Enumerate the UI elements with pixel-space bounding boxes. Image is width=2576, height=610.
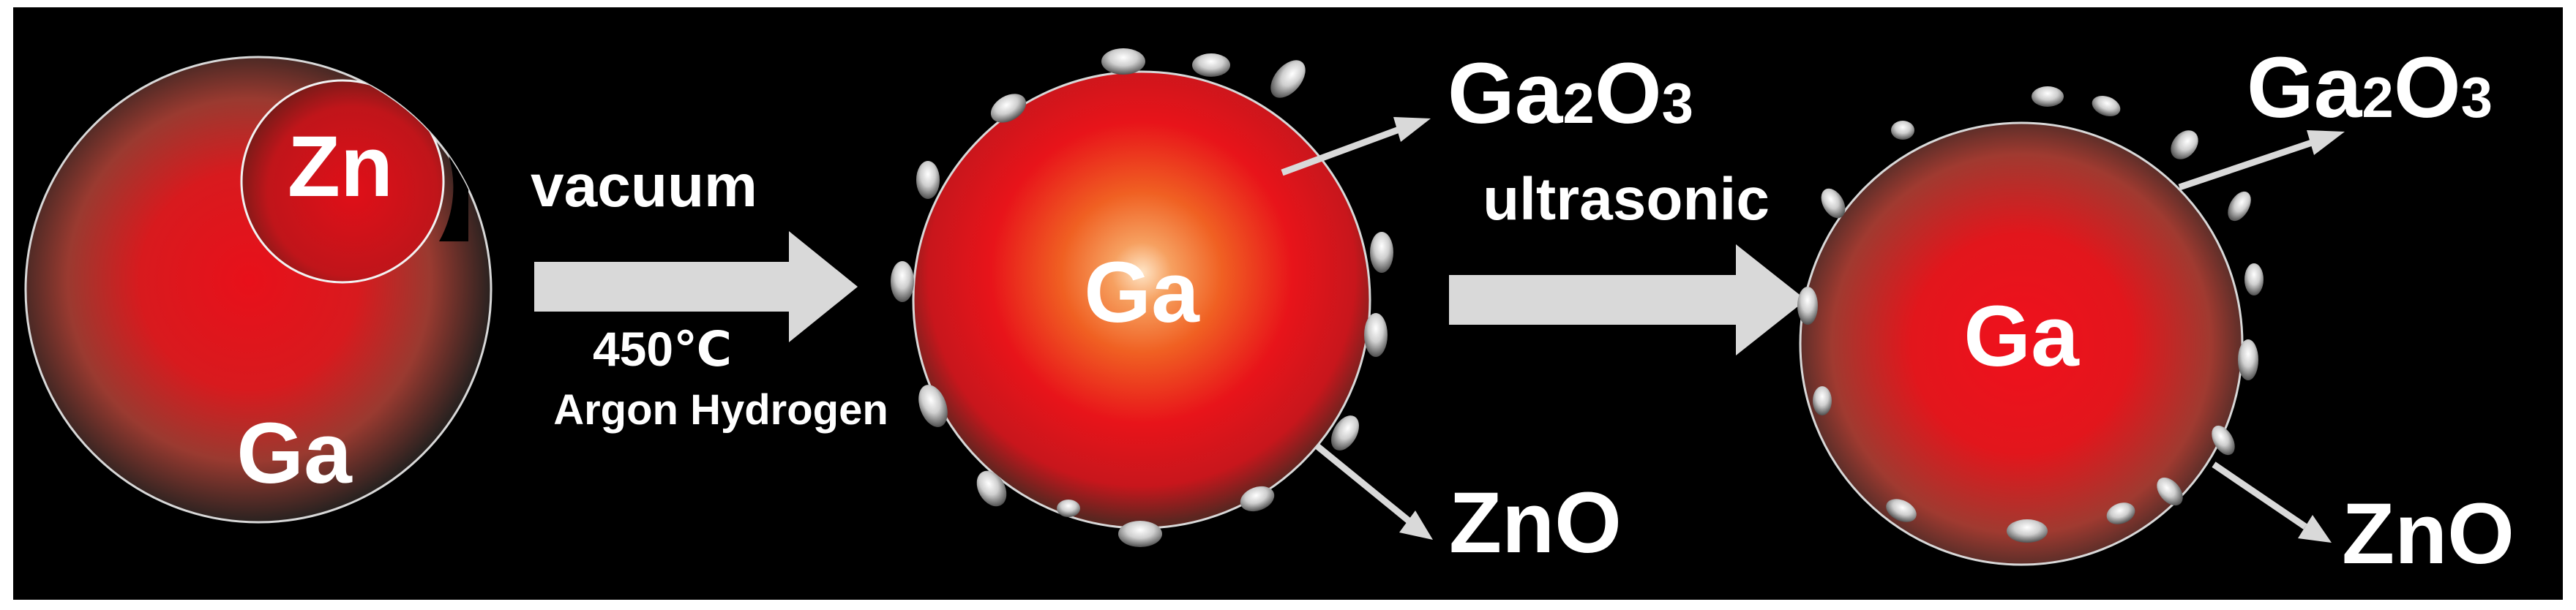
oxide-particle bbox=[2092, 95, 2121, 117]
zn-label: Zn bbox=[288, 118, 393, 215]
zno-label-2: ZnO bbox=[1449, 475, 1622, 571]
ultrasonic-label: ultrasonic bbox=[1483, 166, 1770, 233]
ga2o3-label-2: Ga2O3 bbox=[1448, 45, 1693, 142]
oxide-particle bbox=[1364, 313, 1388, 357]
oxide-particle bbox=[918, 385, 948, 427]
zno-pointer-3 bbox=[2212, 462, 2332, 543]
step-2: ultrasonic bbox=[1449, 166, 1806, 355]
step-1: vacuum 450℃ Argon Hydrogen bbox=[531, 153, 888, 434]
surface-particles-3 bbox=[1797, 86, 2264, 543]
oxide-particle bbox=[1101, 48, 1145, 75]
oxide-particle bbox=[990, 94, 1027, 123]
ga-label-sonicated: Ga bbox=[1963, 288, 2080, 385]
vacuum-label: vacuum bbox=[531, 153, 757, 219]
ga-label-initial: Ga bbox=[236, 405, 353, 502]
oxide-particle bbox=[2238, 339, 2258, 380]
zno-pointer-2 bbox=[1315, 443, 1433, 540]
oxide-particle bbox=[2007, 519, 2048, 543]
oxide-particle bbox=[1270, 60, 1306, 98]
oxide-particle bbox=[916, 161, 940, 199]
zno-label-3: ZnO bbox=[2342, 486, 2515, 582]
oxide-particle bbox=[2228, 191, 2251, 222]
ga2o3-label-3: Ga2O3 bbox=[2247, 39, 2493, 136]
ga2o3-subscript-3: 3 bbox=[2461, 65, 2493, 129]
ga2o3-oxygen: O bbox=[2394, 39, 2461, 136]
oxide-particle bbox=[2244, 263, 2264, 295]
oxide-particle bbox=[1370, 232, 1393, 273]
ga2o3-base: Ga bbox=[1448, 45, 1564, 142]
oxide-particle bbox=[891, 261, 914, 302]
process-arrow-1 bbox=[534, 231, 858, 342]
panel-2-droplet: Ga Ga2O3 ZnO bbox=[891, 45, 1693, 571]
atmosphere-label: Argon Hydrogen bbox=[553, 386, 888, 434]
ga2o3-pointer-2 bbox=[1281, 117, 1431, 176]
zn-inclusion bbox=[240, 79, 445, 284]
oxide-particle bbox=[1797, 287, 1818, 325]
oxide-particle bbox=[2106, 502, 2135, 524]
ga2o3-base: Ga bbox=[2247, 39, 2363, 136]
panel-1-droplet: Zn Ga bbox=[24, 56, 493, 524]
process-arrow-2 bbox=[1449, 244, 1806, 355]
temperature-label: 450℃ bbox=[593, 322, 732, 376]
panel-3-droplet: Ga Ga2O3 ZnO bbox=[1797, 39, 2515, 582]
oxide-particle bbox=[2212, 425, 2235, 456]
oxide-particle bbox=[2032, 86, 2064, 107]
oxide-particle bbox=[1813, 386, 1832, 415]
oxide-particle bbox=[1057, 500, 1080, 517]
ga2o3-subscript-3: 3 bbox=[1662, 71, 1693, 135]
oxide-particle bbox=[976, 470, 1007, 507]
oxide-particle bbox=[1886, 499, 1917, 522]
oxide-particle bbox=[1192, 53, 1230, 77]
oxide-particle bbox=[1240, 486, 1275, 512]
surface-particles-2 bbox=[891, 48, 1393, 547]
oxide-particle bbox=[2157, 477, 2183, 506]
ga2o3-subscript-2: 2 bbox=[2362, 65, 2393, 129]
oxide-particle bbox=[2171, 130, 2198, 159]
ga2o3-oxygen: O bbox=[1595, 45, 1662, 142]
oxide-particle bbox=[1118, 521, 1162, 547]
oxide-particle bbox=[1331, 415, 1359, 451]
ga2o3-pointer-3 bbox=[2178, 130, 2345, 191]
ga2o3-subscript-2: 2 bbox=[1562, 71, 1594, 135]
oxide-particle bbox=[1821, 188, 1846, 219]
oxide-particle bbox=[1891, 121, 1914, 140]
ga-label-oxidized: Ga bbox=[1084, 244, 1200, 341]
